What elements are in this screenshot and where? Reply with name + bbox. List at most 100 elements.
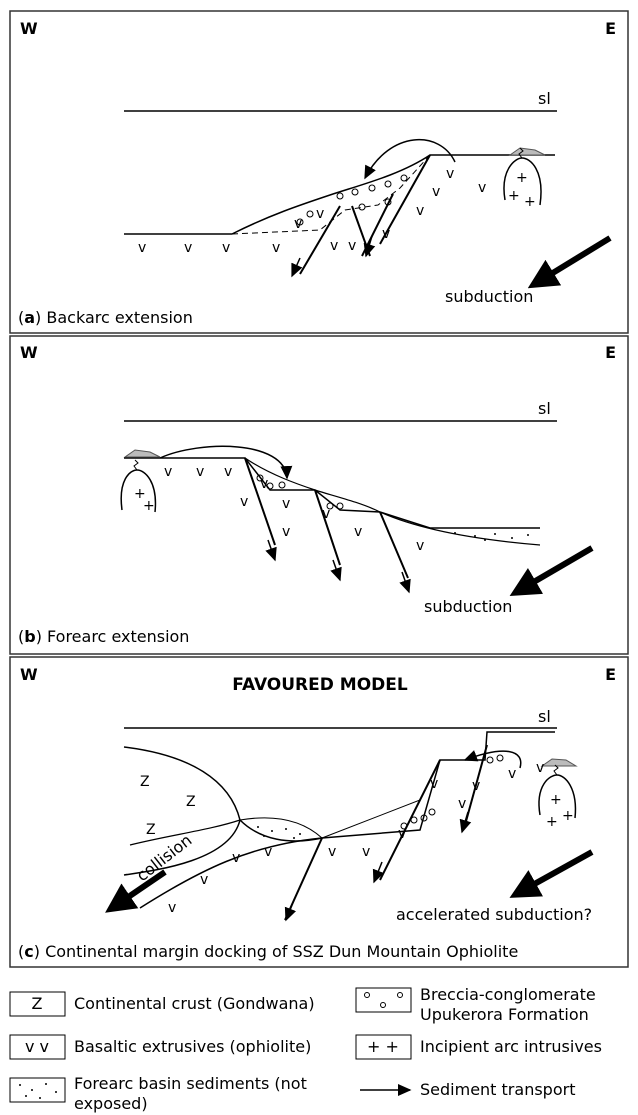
legend-swatch-breccia (355, 987, 412, 1013)
panel-b-fault (314, 489, 341, 566)
panel-a-volcano (508, 147, 546, 156)
panel-b-sea-level-label: sl (538, 399, 551, 418)
legend-label-intrusive: Incipient arc intrusives (420, 1037, 602, 1056)
panel-b-west-label: W (20, 343, 38, 362)
panel-b-sediment-transport-arrow (159, 445, 293, 480)
legend-label-breccia-line2: Upukerora Formation (420, 1005, 589, 1024)
basalt-symbol: v (200, 872, 208, 888)
panel-b-east-label: E (605, 343, 616, 362)
legend-label-basalt: Basaltic extrusives (ophiolite) (74, 1037, 311, 1056)
legend-label-crust: Continental crust (Gondwana) (74, 994, 315, 1013)
basalt-symbol: v (354, 524, 362, 540)
panel-c-frame (9, 656, 629, 968)
panel-b: W E sl subduction (b) Forearc extension … (9, 335, 629, 655)
panel-b-subduction-arrow (509, 545, 594, 597)
basalt-symbol: v (224, 464, 232, 480)
basalt-symbol: v (196, 464, 204, 480)
panel-b-arrow-label: subduction (424, 597, 512, 616)
panel-a-frame (9, 10, 629, 334)
crust-symbol: Z (146, 822, 156, 838)
panel-c-west-label: W (20, 665, 38, 684)
panel-c-fault-motion (284, 899, 297, 922)
panel-c-arrow-label: accelerated subduction? (396, 905, 592, 924)
panel-b-fault (379, 511, 409, 579)
intrusive-symbol: + (524, 194, 536, 210)
panel-b-fault (244, 457, 276, 546)
legend-label-forearc-line1: Forearc basin sediments (not (74, 1074, 307, 1093)
legend-swatch-crust (9, 991, 66, 1017)
panel-a-magma-feed (518, 147, 524, 159)
panel-b-volcano (123, 449, 161, 458)
legend-forearc-dots (19, 1083, 57, 1099)
basalt-symbol: v (272, 240, 280, 256)
basalt-symbol: v (260, 476, 268, 492)
basalt-symbol: v (362, 844, 370, 860)
panel-a-breccia-symbols (296, 174, 408, 226)
legend-label-sediment: Sediment transport (420, 1080, 575, 1099)
legend-label-forearc-line2: exposed) (74, 1094, 148, 1113)
basalt-symbol: v (330, 238, 338, 254)
panel-c-collision-label: collision (133, 830, 196, 885)
panel-b-frame (9, 335, 629, 655)
intrusive-symbol: + (508, 188, 520, 204)
panel-c-subduction-arrow (509, 849, 594, 898)
legend-symbol-intrusive: + + (367, 1037, 399, 1056)
panel-b-intrusive-symbols: + + (134, 486, 155, 514)
panel-c-sea-level-label: sl (538, 707, 551, 726)
panel-b-forearc-sediment-dots (454, 532, 529, 541)
intrusive-symbol: + (143, 498, 155, 514)
intrusive-symbol: + (546, 814, 558, 830)
panel-c-east-label: E (605, 665, 616, 684)
basalt-symbol: v (282, 524, 290, 540)
intrusive-symbol: + (562, 808, 574, 824)
panel-c-seafloor (239, 731, 555, 842)
basalt-symbol: v (398, 826, 406, 842)
legend: Z Continental crust (Gondwana) Breccia-c… (9, 985, 602, 1113)
panel-a-sea-level-label: sl (538, 89, 551, 108)
basalt-symbol: v (508, 766, 516, 782)
panel-b-fault-motion (330, 559, 342, 582)
basalt-symbol: v (222, 240, 230, 256)
panel-c-fault-motion (459, 811, 472, 834)
basalt-symbol: v (416, 203, 424, 219)
panel-c-collision-arrow (105, 869, 167, 913)
panel-b-fault-motion (265, 539, 277, 562)
basalt-symbol: v (328, 844, 336, 860)
panel-b-breccia-symbols (256, 474, 344, 510)
panel-c-slab-top (139, 837, 323, 909)
panel-c-basin-top (239, 817, 323, 839)
panel-c-volcano (540, 758, 578, 767)
panel-a-west-label: W (20, 19, 38, 38)
intrusive-symbol: + (134, 486, 146, 502)
basalt-symbol: v (138, 240, 146, 256)
legend-label-breccia-line1: Breccia-conglomerate (420, 985, 596, 1004)
panel-a-seafloor (124, 154, 555, 235)
basalt-symbol: v (536, 760, 544, 776)
legend-symbol-crust: Z (32, 994, 43, 1013)
basalt-symbol: v (382, 226, 390, 242)
panel-a-sediment-transport-arrow (364, 139, 456, 180)
panel-c-caption: (c) Continental margin docking of SSZ Du… (18, 942, 518, 961)
intrusive-symbol: + (550, 792, 562, 808)
panel-b-fault-motion (399, 571, 411, 594)
panel-b-seafloor (124, 457, 540, 529)
panel-c-basalt-symbols: v v v v v v v v v v v v (168, 760, 544, 916)
panel-a-fault (361, 193, 394, 257)
basalt-symbol: v (282, 496, 290, 512)
panel-a-fault-motion (363, 235, 376, 258)
basalt-symbol: v (432, 184, 440, 200)
basalt-symbol: v (316, 206, 324, 222)
panel-b-magma-feed (133, 459, 139, 471)
panel-a-east-label: E (605, 19, 616, 38)
crust-symbol: Z (186, 794, 196, 810)
basalt-symbol: v (240, 494, 248, 510)
panel-c-title: FAVOURED MODEL (232, 675, 408, 695)
basalt-symbol: v (446, 166, 454, 182)
basalt-symbol: v (478, 180, 486, 196)
crust-symbol: Z (140, 774, 150, 790)
panel-c-breccia-symbols (400, 754, 504, 830)
basalt-symbol: v (322, 506, 330, 522)
panel-c-sediment-transport-arrow (463, 750, 522, 769)
panel-c-crust-symbols: Z Z Z (140, 774, 196, 838)
basalt-symbol: v (472, 778, 480, 794)
